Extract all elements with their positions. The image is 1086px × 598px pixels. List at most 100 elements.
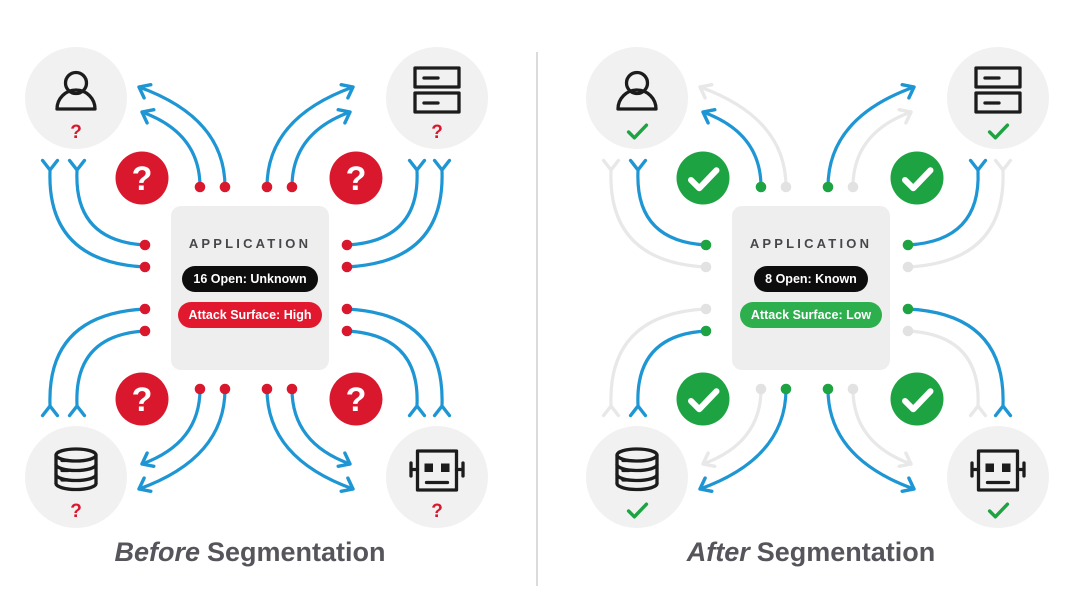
connection-dot: [700, 325, 712, 337]
arrowhead: [432, 158, 452, 172]
user-icon: [616, 70, 658, 111]
arrowhead: [336, 451, 352, 468]
connection-dot: [780, 383, 792, 395]
arrowhead: [900, 476, 916, 493]
arrowhead: [432, 404, 452, 418]
arrowhead: [698, 476, 714, 493]
arrow-curve: [636, 169, 708, 247]
application-title: APPLICATION: [749, 236, 873, 251]
arrow-curve: [701, 110, 763, 189]
check-badge: [676, 372, 730, 426]
connection-dot: [139, 325, 151, 337]
badge-circle: [890, 151, 944, 205]
connection-dot: [341, 239, 353, 251]
server-circle: [947, 47, 1049, 149]
arrowhead: [628, 158, 648, 172]
traffic-arrow-open: [40, 158, 151, 273]
arrow-curve: [826, 85, 916, 189]
connection-dot: [341, 303, 353, 315]
connection-dot: [219, 181, 231, 193]
connection-dot: [700, 239, 712, 251]
connection-dot: [902, 239, 914, 251]
badge-circle: [329, 372, 383, 426]
traffic-arrow-open: [286, 108, 352, 193]
arrowhead: [968, 158, 988, 172]
traffic-arrow-open: [341, 303, 452, 418]
attack-surface-pill: Attack Surface: High: [177, 302, 323, 328]
arrowhead: [897, 108, 913, 125]
arrowhead: [701, 451, 717, 468]
traffic-arrow-open: [261, 383, 355, 493]
arrowhead: [993, 158, 1013, 172]
arrow-curve: [290, 387, 352, 466]
connection-dot: [139, 303, 151, 315]
robot-icon: [970, 449, 1026, 492]
traffic-arrow-open: [137, 83, 231, 193]
arrow-curve: [698, 85, 788, 189]
arrow-curve: [345, 307, 444, 407]
connection-dot: [902, 325, 914, 337]
question-mark: ?: [70, 122, 82, 143]
arrowhead: [336, 108, 352, 125]
check-icon: [688, 388, 720, 413]
arrow-curve: [290, 110, 352, 189]
traffic-arrow-open: [67, 158, 151, 251]
arrowhead: [407, 404, 427, 418]
arrowhead: [900, 83, 916, 100]
traffic-arrow-open: [140, 108, 206, 193]
connection-dot: [341, 325, 353, 337]
robot-circle: [386, 426, 488, 528]
traffic-arrow-closed: [601, 158, 712, 273]
arrowhead: [628, 404, 648, 418]
user-icon: [55, 70, 97, 111]
database-circle: [25, 426, 127, 528]
question-mark: ?: [431, 122, 443, 143]
arrowhead: [40, 404, 60, 418]
question-badge: ?: [115, 372, 169, 426]
arrowhead: [601, 158, 621, 172]
traffic-arrow-open: [698, 383, 792, 493]
arrowhead: [993, 404, 1013, 418]
arrowhead: [601, 404, 621, 418]
question-mark: ?: [346, 160, 367, 198]
arrow-curve: [140, 110, 202, 189]
connection-dot: [261, 383, 273, 395]
connection-dot: [822, 181, 834, 193]
traffic-arrow-open: [822, 83, 916, 193]
server-icon: [413, 66, 461, 114]
arrowhead: [140, 451, 156, 468]
arrow-curve: [75, 329, 147, 407]
question-mark: ?: [346, 381, 367, 419]
traffic-arrow-open: [137, 383, 231, 493]
check-icon: [626, 502, 649, 519]
arrow-curve: [826, 387, 916, 491]
check-icon: [902, 167, 934, 192]
arrow-curve: [265, 387, 355, 491]
database-circle: [586, 426, 688, 528]
connection-dot: [700, 303, 712, 315]
arrow-curve: [906, 307, 1005, 407]
check-badge: [890, 372, 944, 426]
server-icon: [974, 66, 1022, 114]
traffic-arrow-open: [628, 158, 712, 251]
connection-dot: [847, 383, 859, 395]
question-mark: ?: [431, 501, 443, 522]
connection-dot: [139, 261, 151, 273]
database-icon: [615, 447, 659, 492]
connection-dot: [261, 181, 273, 193]
traffic-arrow-closed: [601, 303, 712, 418]
attack-surface-pill: Attack Surface: Low: [739, 302, 883, 328]
panel-divider: [536, 52, 538, 586]
server-circle: [386, 47, 488, 149]
traffic-arrow-open: [902, 303, 1013, 418]
arrow-curve: [140, 387, 202, 466]
arrow-curve: [75, 169, 147, 247]
traffic-arrow-open: [341, 325, 427, 418]
connection-dot: [194, 181, 206, 193]
arrowhead: [968, 404, 988, 418]
caption-before-rest: Segmentation: [207, 537, 386, 567]
arrow-curve: [265, 85, 355, 189]
robot-icon: [409, 449, 465, 492]
